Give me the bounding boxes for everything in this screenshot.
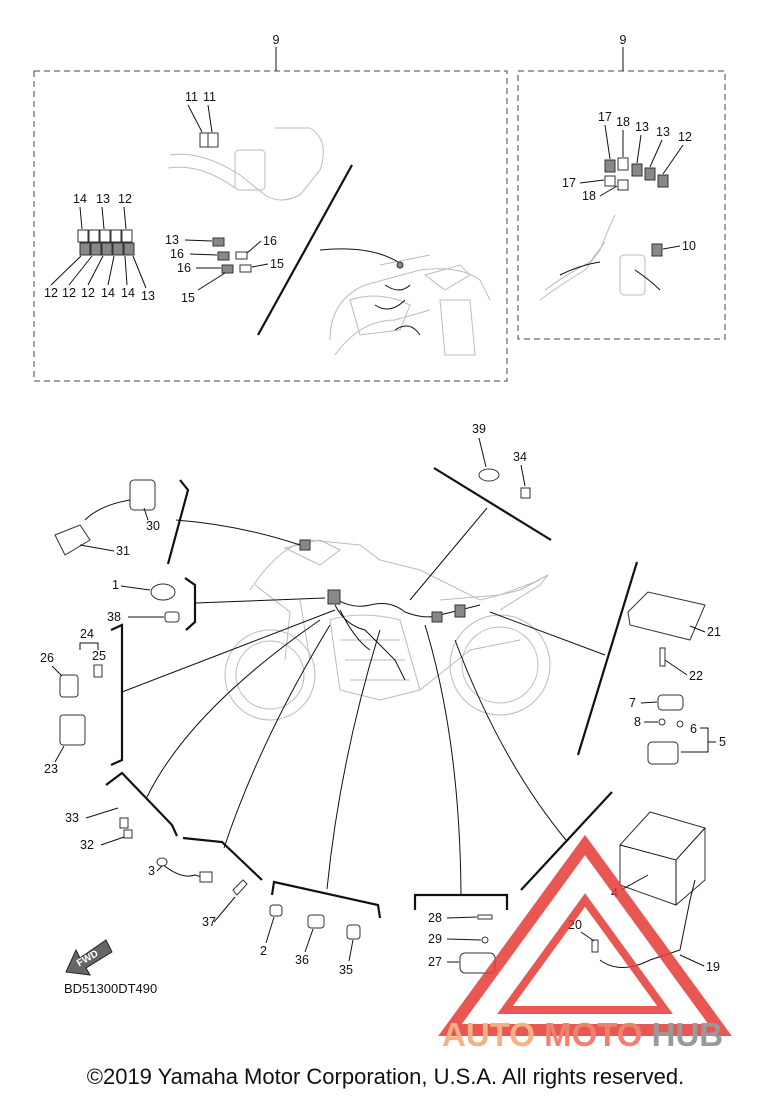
callout-15: 15 (181, 291, 195, 305)
watermark-auto: AUTO (442, 1016, 535, 1053)
callout-8: 8 (634, 715, 641, 729)
inset-left-handlebar-sketch (167, 127, 324, 201)
inset-box-left: 9 (33, 33, 508, 382)
callout-16: 16 (170, 247, 184, 261)
callout-10: 10 (682, 239, 696, 253)
callout-28: 28 (428, 911, 442, 925)
callout-29: 29 (428, 932, 442, 946)
part-3-lead (156, 857, 213, 883)
callout-13: 13 (141, 289, 155, 303)
part-36-clamp (307, 914, 325, 929)
callout-9-right: 9 (620, 33, 627, 47)
callout-14: 14 (101, 286, 115, 300)
callout-7: 7 (629, 696, 636, 710)
main-wiring-harness (299, 539, 481, 681)
callout-21: 21 (707, 625, 721, 639)
motorcycle-outline (224, 539, 551, 721)
part-5-6-relay (647, 720, 684, 765)
part-38-sensor (164, 611, 180, 623)
callout-12: 12 (62, 286, 76, 300)
part-25-pin (93, 664, 103, 678)
callout-27: 27 (428, 955, 442, 969)
part-28-bolt (477, 914, 493, 920)
callout-23: 23 (44, 762, 58, 776)
callout-14: 14 (121, 286, 135, 300)
fwd-arrow-icon: FWD (65, 939, 113, 976)
callout-30: 30 (146, 519, 160, 533)
watermark-logo-triangle (438, 834, 732, 1036)
part-7-cover (657, 694, 684, 711)
callout-22: 22 (689, 669, 703, 683)
callout-12: 12 (118, 192, 132, 206)
callout-13: 13 (656, 125, 670, 139)
relay-small-group (212, 237, 252, 274)
callout-16: 16 (177, 261, 191, 275)
callout-25: 25 (92, 649, 106, 663)
part-2-clamp (269, 904, 283, 917)
callout-31: 31 (116, 544, 130, 558)
callout-12: 12 (44, 286, 58, 300)
part-29-washer (481, 936, 489, 944)
callout-13: 13 (635, 120, 649, 134)
callout-24: 24 (80, 627, 94, 641)
inset-left-bike-sketch (329, 254, 491, 356)
fuse-row-left (77, 229, 135, 256)
part-30-31-socket (54, 479, 156, 556)
diagram-code: BD51300DT490 (64, 981, 157, 996)
callout-17: 17 (598, 110, 612, 124)
callout-11: 11 (203, 90, 216, 104)
callout-6: 6 (690, 722, 697, 736)
watermark-text: AUTO MOTO HUB (442, 1016, 723, 1053)
inset-right-harness-sketch (539, 214, 663, 301)
callout-18: 18 (582, 189, 596, 203)
copyright-notice: ©2019 Yamaha Motor Corporation, U.S.A. A… (86, 1064, 685, 1089)
callout-14: 14 (73, 192, 87, 206)
callout-19: 19 (706, 960, 720, 974)
callout-32: 32 (80, 838, 94, 852)
callout-3: 3 (148, 864, 155, 878)
callout-15: 15 (270, 257, 284, 271)
callout-38: 38 (107, 610, 121, 624)
callout-9-left: 9 (273, 33, 280, 47)
part-37-tie (232, 879, 248, 896)
fuse-row-right (604, 157, 669, 191)
callout-34: 34 (513, 450, 527, 464)
part-22-bolt (659, 647, 666, 667)
callout-26: 26 (40, 651, 54, 665)
callout-37: 37 (202, 915, 216, 929)
part-8-screw (658, 718, 666, 726)
callout-12: 12 (678, 130, 692, 144)
callout-2: 2 (260, 944, 267, 958)
callout-12: 12 (81, 286, 95, 300)
callout-5: 5 (719, 735, 726, 749)
part-1-band (150, 583, 176, 601)
callout-36: 36 (295, 953, 309, 967)
callout-35: 35 (339, 963, 353, 977)
watermark-hub: HUB (652, 1016, 724, 1053)
part-39-clamp (478, 468, 500, 482)
callout-39: 39 (472, 422, 486, 436)
part-21-ecu (627, 591, 706, 641)
part-35-clamp (346, 924, 361, 940)
watermark-moto: MOTO (544, 1016, 642, 1053)
part-23-block (59, 714, 86, 746)
part-32-33-clip (119, 817, 133, 839)
callout-13: 13 (96, 192, 110, 206)
callout-33: 33 (65, 811, 79, 825)
part-34-grommet (520, 487, 531, 499)
callout-13: 13 (165, 233, 179, 247)
callout-1: 1 (112, 578, 119, 592)
part-26-connector (59, 674, 79, 698)
callout-11: 11 (185, 90, 198, 104)
callout-16: 16 (263, 234, 277, 248)
callout-18: 18 (616, 115, 630, 129)
callout-17: 17 (562, 176, 576, 190)
inset-box-right: 9 (517, 33, 726, 340)
